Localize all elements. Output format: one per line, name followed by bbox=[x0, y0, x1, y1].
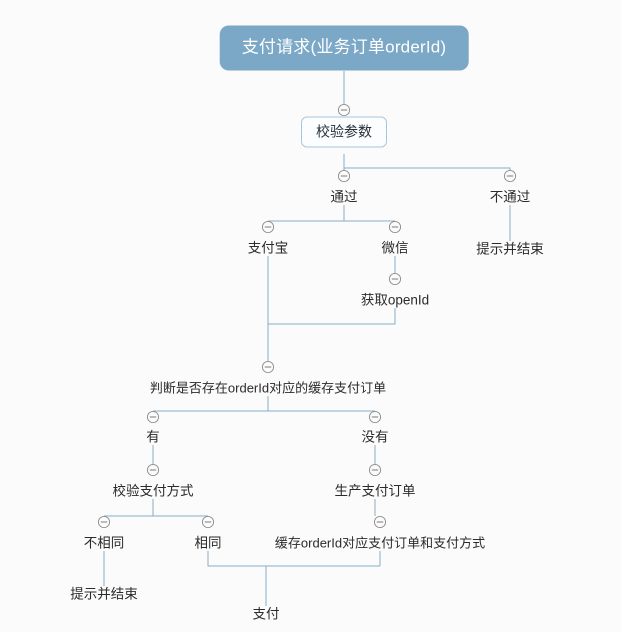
collapse-minus-icon-wechat[interactable] bbox=[388, 220, 402, 234]
collapse-minus-icon-check_cache[interactable] bbox=[261, 360, 275, 374]
collapse-minus-icon-check_pay[interactable] bbox=[146, 463, 160, 477]
edge-same-to-pay bbox=[207, 551, 380, 567]
node-root[interactable]: 支付请求(业务订单orderId) bbox=[219, 25, 469, 71]
node-none[interactable]: 没有 bbox=[361, 429, 389, 445]
collapse-minus-icon-make_order[interactable] bbox=[368, 463, 382, 477]
edge-check_cache-to-has bbox=[153, 396, 269, 412]
node-check_pay[interactable]: 校验支付方式 bbox=[112, 483, 194, 499]
collapse-minus-icon-has[interactable] bbox=[146, 410, 160, 424]
node-fail_end[interactable]: 提示并结束 bbox=[476, 241, 544, 257]
node-pay[interactable]: 支付 bbox=[252, 606, 280, 622]
collapse-minus-icon-validate[interactable] bbox=[337, 103, 351, 117]
node-not_same[interactable]: 不相同 bbox=[83, 535, 125, 551]
node-pass[interactable]: 通过 bbox=[330, 189, 358, 205]
collapse-minus-icon-fail[interactable] bbox=[503, 169, 517, 183]
collapse-minus-icon-pass[interactable] bbox=[337, 169, 351, 183]
edge-openid-to-merge bbox=[268, 308, 396, 325]
node-notify_end[interactable]: 提示并结束 bbox=[70, 586, 138, 602]
node-cache_order[interactable]: 缓存orderId对应支付订单和支付方式 bbox=[274, 535, 486, 551]
node-openid[interactable]: 获取openId bbox=[360, 292, 430, 308]
edge-pass-to-alipay bbox=[268, 205, 345, 222]
collapse-minus-icon-openid[interactable] bbox=[388, 272, 402, 286]
collapse-minus-icon-same[interactable] bbox=[201, 515, 215, 529]
node-check_cache[interactable]: 判断是否存在orderId对应的缓存支付订单 bbox=[149, 380, 387, 396]
collapse-minus-icon-not_same[interactable] bbox=[97, 515, 111, 529]
node-make_order[interactable]: 生产支付订单 bbox=[334, 483, 416, 499]
collapse-minus-icon-none[interactable] bbox=[368, 410, 382, 424]
node-alipay[interactable]: 支付宝 bbox=[247, 240, 289, 256]
node-validate[interactable]: 校验参数 bbox=[301, 116, 387, 148]
collapse-minus-icon-alipay[interactable] bbox=[261, 220, 275, 234]
edge-validate-to-pass bbox=[343, 154, 511, 170]
node-has[interactable]: 有 bbox=[146, 429, 160, 445]
node-wechat[interactable]: 微信 bbox=[381, 240, 409, 256]
node-same[interactable]: 相同 bbox=[194, 535, 222, 551]
edge-check_pay-to-not_same bbox=[104, 499, 154, 517]
node-fail[interactable]: 不通过 bbox=[489, 189, 531, 205]
collapse-minus-icon-cache_order[interactable] bbox=[373, 515, 387, 529]
